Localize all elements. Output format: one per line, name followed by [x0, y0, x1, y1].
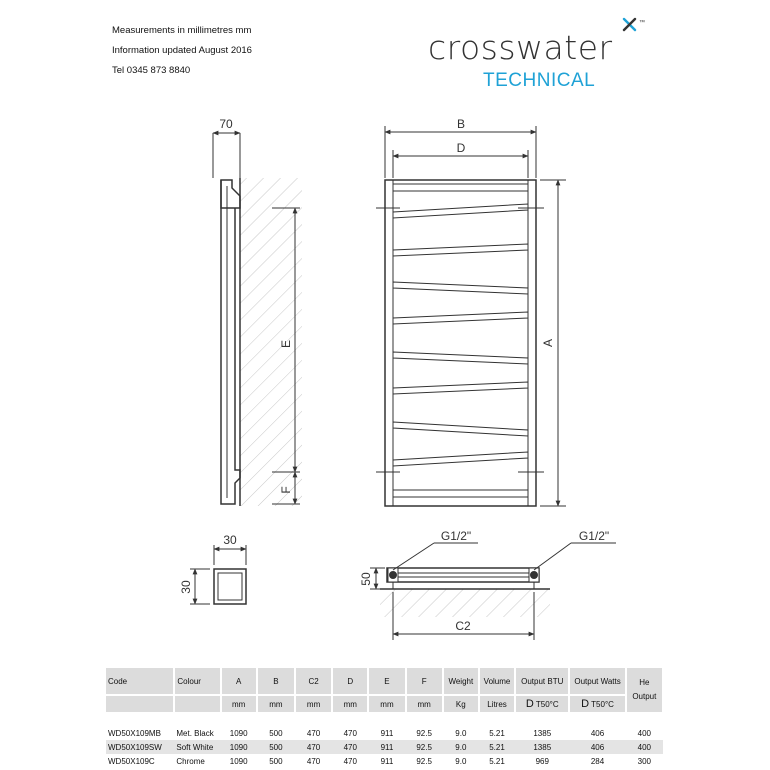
- f-cell: 92.5: [416, 756, 432, 766]
- header-volume: Volume: [478, 668, 517, 695]
- d-cell: 470: [343, 756, 357, 766]
- updated-note: Information updated August 2016: [112, 45, 252, 56]
- header-he-output: He Output: [625, 668, 665, 712]
- width-b-label: B: [457, 117, 465, 131]
- header-a: A: [220, 668, 258, 695]
- c2-cell: 470: [306, 756, 321, 766]
- b-cell: 500: [269, 756, 283, 766]
- unit-cell: [174, 694, 222, 712]
- unit-cell: mm: [294, 694, 334, 712]
- b-cell: 500: [269, 728, 283, 738]
- e-cell: 911: [368, 740, 406, 754]
- btu-cell: 1385: [533, 728, 552, 738]
- width-d-label: D: [457, 141, 466, 155]
- unit-cell: mm: [256, 694, 296, 712]
- unit-cell: mm: [332, 694, 370, 712]
- table-unit-row: mm mm mm mm mm mm Kg Litres D T50°C D T5…: [106, 694, 663, 712]
- technical-drawing: 70 E F: [179, 117, 616, 640]
- header-code: Code: [106, 668, 176, 695]
- f-cell: 92.5: [416, 728, 432, 738]
- header-weight: Weight: [442, 668, 480, 695]
- brand-subtitle: TECHNICAL: [483, 70, 596, 91]
- d-cell: 470: [343, 728, 357, 738]
- side-elevation: 70 E F: [212, 117, 302, 506]
- d-cell: 470: [332, 740, 369, 754]
- weight-cell: 9.0: [455, 728, 467, 738]
- he-cell: 300: [637, 756, 652, 766]
- header-c2: C2: [294, 668, 334, 695]
- btu-cell: 969: [535, 756, 549, 766]
- code-cell: WD50X109C: [108, 756, 155, 766]
- tube-section: [190, 545, 247, 605]
- unit-watts-d: D: [581, 698, 590, 710]
- c2-cell: 470: [306, 728, 321, 738]
- e-cell: 911: [380, 728, 394, 738]
- code-cell: WD50X109SW: [106, 740, 175, 754]
- header-output-watts: Output Watts: [569, 668, 627, 695]
- colour-cell: Met. Black: [176, 728, 214, 738]
- a-cell: 1090: [229, 728, 248, 738]
- f-cell: 92.5: [405, 740, 443, 754]
- watts-cell: 406: [569, 740, 626, 754]
- connector-right-label: G1/2": [579, 529, 609, 543]
- watts-cell: 284: [590, 756, 605, 766]
- header-colour: Colour: [174, 668, 222, 695]
- weight-cell: 9.0: [455, 756, 467, 766]
- front-elevation: [376, 126, 566, 507]
- table-spacer-row: [106, 712, 663, 726]
- table-row: WD50X109C Chrome 1090 500 470 470 911 92…: [106, 754, 663, 768]
- header-b: B: [256, 668, 296, 695]
- header-f: F: [405, 668, 444, 695]
- code-cell: WD50X109MB: [108, 728, 161, 738]
- telephone-note: Tel 0345 873 8840: [112, 65, 191, 76]
- tube-height-label: 30: [179, 580, 193, 594]
- he-cell: 400: [625, 740, 663, 754]
- spec-table: Code Colour A B C2 D E F Weight Volume O…: [106, 668, 665, 768]
- height-e-label: E: [279, 340, 293, 348]
- unit-watts-temp: T50°C: [591, 700, 614, 709]
- header-d: D: [332, 668, 370, 695]
- unit-cell: [106, 694, 176, 712]
- b-cell: 500: [256, 740, 295, 754]
- a-cell: 1090: [220, 740, 257, 754]
- colour-cell: Soft White: [174, 740, 221, 754]
- table-row: WD50X109MB Met. Black 1090 500 470 470 9…: [106, 726, 663, 740]
- plan-view: [370, 542, 616, 640]
- weight-cell: 9.0: [442, 740, 479, 754]
- btu-cell: 1385: [515, 740, 570, 754]
- header-output-btu: Output BTU: [515, 668, 571, 695]
- c2-cell: 470: [294, 740, 333, 754]
- unit-cell: mm: [405, 694, 444, 712]
- unit-cell: Kg: [442, 694, 480, 712]
- watts-cell: 406: [590, 728, 605, 738]
- volume-cell: 5.21: [489, 756, 505, 766]
- a-cell: 1090: [229, 756, 248, 766]
- trademark-mark: ™: [639, 19, 645, 26]
- brand-logo: crosswater: [428, 28, 613, 67]
- brand-x-icon: ™: [622, 17, 645, 32]
- side-width-label: 70: [219, 117, 233, 131]
- e-cell: 911: [380, 756, 394, 766]
- connector-left-label: G1/2": [441, 529, 471, 543]
- unit-cell: mm: [368, 694, 407, 712]
- he-cell: 400: [637, 728, 652, 738]
- unit-btu-temp: T50°C: [535, 700, 559, 709]
- unit-btu-d: D: [525, 698, 534, 710]
- tube-width-label: 30: [223, 533, 237, 547]
- volume-cell: 5.21: [478, 740, 516, 754]
- wall-gap-label: 50: [359, 572, 373, 586]
- table-row: WD50X109SW Soft White 1090 500 470 470 9…: [106, 740, 663, 754]
- offset-f-label: F: [279, 486, 293, 493]
- volume-cell: 5.21: [489, 728, 505, 738]
- measurements-note: Measurements in millimetres mm: [112, 25, 252, 36]
- unit-cell: Litres: [478, 694, 517, 712]
- unit-btu-cell: D T50°C: [515, 694, 571, 712]
- colour-cell: Chrome: [176, 756, 205, 766]
- centres-c2-label: C2: [455, 619, 471, 633]
- header-e: E: [368, 668, 407, 695]
- height-a-label: A: [541, 339, 555, 347]
- table-header-row: Code Colour A B C2 D E F Weight Volume O…: [106, 668, 665, 712]
- unit-cell: mm: [220, 694, 258, 712]
- unit-watts-cell: D T50°C: [569, 694, 627, 712]
